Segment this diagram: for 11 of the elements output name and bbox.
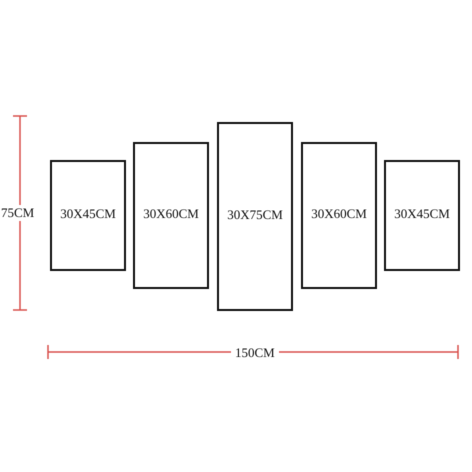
- dimension-label: 75CM: [1, 205, 34, 221]
- size-label: 30X45CM: [59, 206, 117, 222]
- size-label: 30X60CM: [310, 206, 368, 222]
- canvas-panel: [50, 160, 126, 271]
- size-label: 30X75CM: [226, 206, 284, 222]
- canvas-panel: [384, 160, 460, 271]
- canvas-panel: [217, 122, 293, 311]
- size-label: 30X60CM: [142, 206, 200, 222]
- canvas-panel: [133, 142, 209, 289]
- canvas-panel: [301, 142, 377, 289]
- size-label: 30X45CM: [393, 206, 451, 222]
